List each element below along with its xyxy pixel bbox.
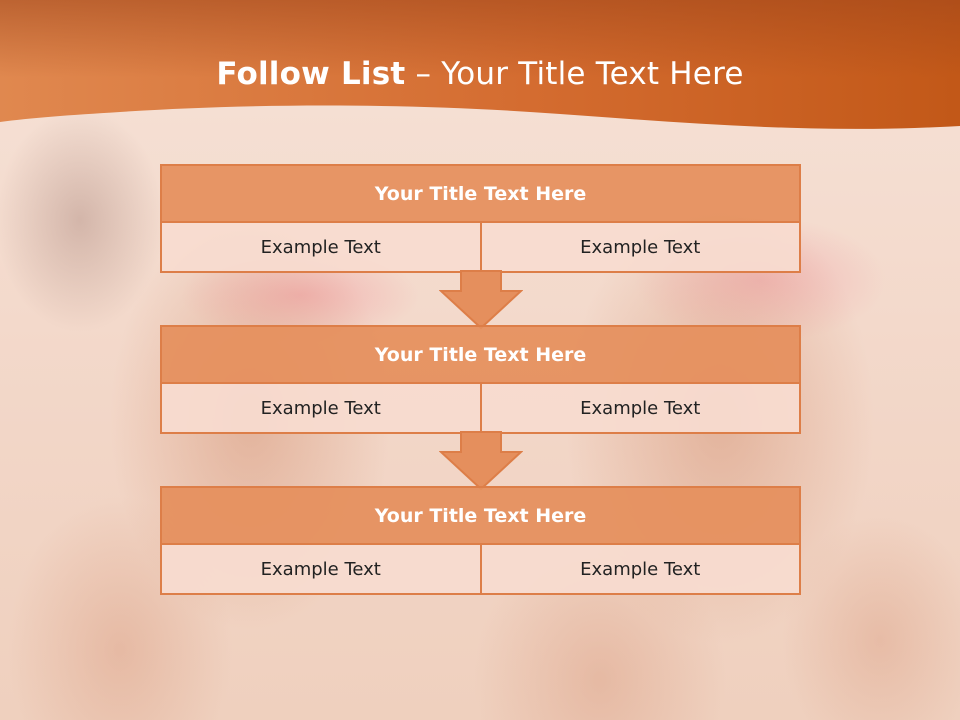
step-cell-left: Example Text (260, 236, 381, 258)
header-wave (0, 0, 960, 129)
step-cell-left: Example Text (260, 558, 381, 580)
step-box-3: Your Title Text Here Example Text Exampl… (160, 486, 801, 595)
down-arrow-icon (439, 431, 523, 491)
title-rest: – Your Title Text Here (405, 56, 744, 92)
down-arrow-icon (439, 270, 523, 330)
step-row: Example Text Example Text (162, 384, 799, 432)
header-band (0, 0, 960, 140)
title-bold: Follow List (216, 56, 406, 92)
step-cell-right: Example Text (479, 223, 800, 271)
step-title: Your Title Text Here (162, 166, 799, 223)
step-cell-right: Example Text (479, 545, 800, 593)
step-row: Example Text Example Text (162, 223, 799, 271)
step-row: Example Text Example Text (162, 545, 799, 593)
step-cell-left: Example Text (260, 397, 381, 419)
slide-title: Follow List – Your Title Text Here (0, 56, 960, 92)
step-title: Your Title Text Here (162, 327, 799, 384)
step-box-2: Your Title Text Here Example Text Exampl… (160, 325, 801, 434)
step-title: Your Title Text Here (162, 488, 799, 545)
step-box-1: Your Title Text Here Example Text Exampl… (160, 164, 801, 273)
step-cell-right: Example Text (479, 384, 800, 432)
